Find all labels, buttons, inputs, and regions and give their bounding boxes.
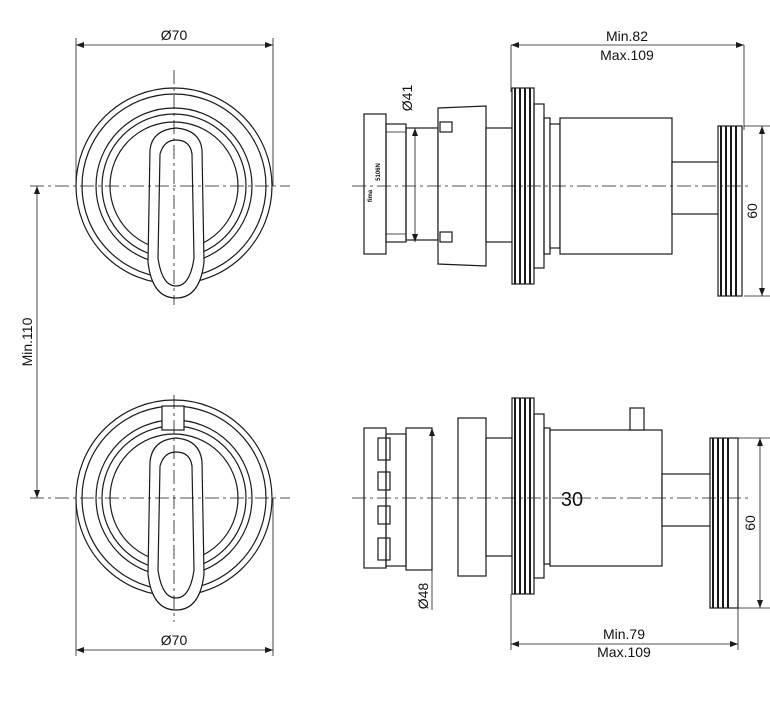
bottom-side-view: Ø48 30 60 — [352, 397, 770, 660]
top-right-thread — [717, 125, 743, 297]
top-side-min-label: Min.82 — [606, 28, 648, 44]
top-front-diameter-label: Ø70 — [161, 27, 188, 43]
brand-mark: fima — [368, 189, 374, 202]
bottom-front-view: Ø70 — [30, 395, 290, 656]
spacing-dimension: Min.110 — [19, 186, 40, 498]
bottom-front-diameter-label: Ø70 — [161, 632, 188, 648]
part-code: 5106N — [376, 163, 382, 181]
top-side-view: Min.82 Max.109 fima 5106N Ø41 — [352, 28, 770, 297]
bottom-thread-ring — [511, 397, 535, 595]
bottom-side-max-label: Max.109 — [597, 644, 651, 660]
top-side-inner-diameter-label: Ø41 — [399, 85, 415, 112]
bottom-side-min-label: Min.79 — [603, 626, 645, 642]
bottom-side-height-label: 60 — [742, 515, 758, 531]
top-front-view: Ø70 — [30, 27, 290, 305]
top-side-max-label: Max.109 — [600, 47, 654, 63]
temperature-mark: 30 — [561, 489, 583, 511]
top-side-height-label: 60 — [744, 203, 760, 219]
bottom-right-thread — [709, 437, 739, 609]
bottom-side-inner-diameter-label: Ø48 — [415, 583, 431, 610]
spacing-min-label: Min.110 — [19, 317, 35, 366]
